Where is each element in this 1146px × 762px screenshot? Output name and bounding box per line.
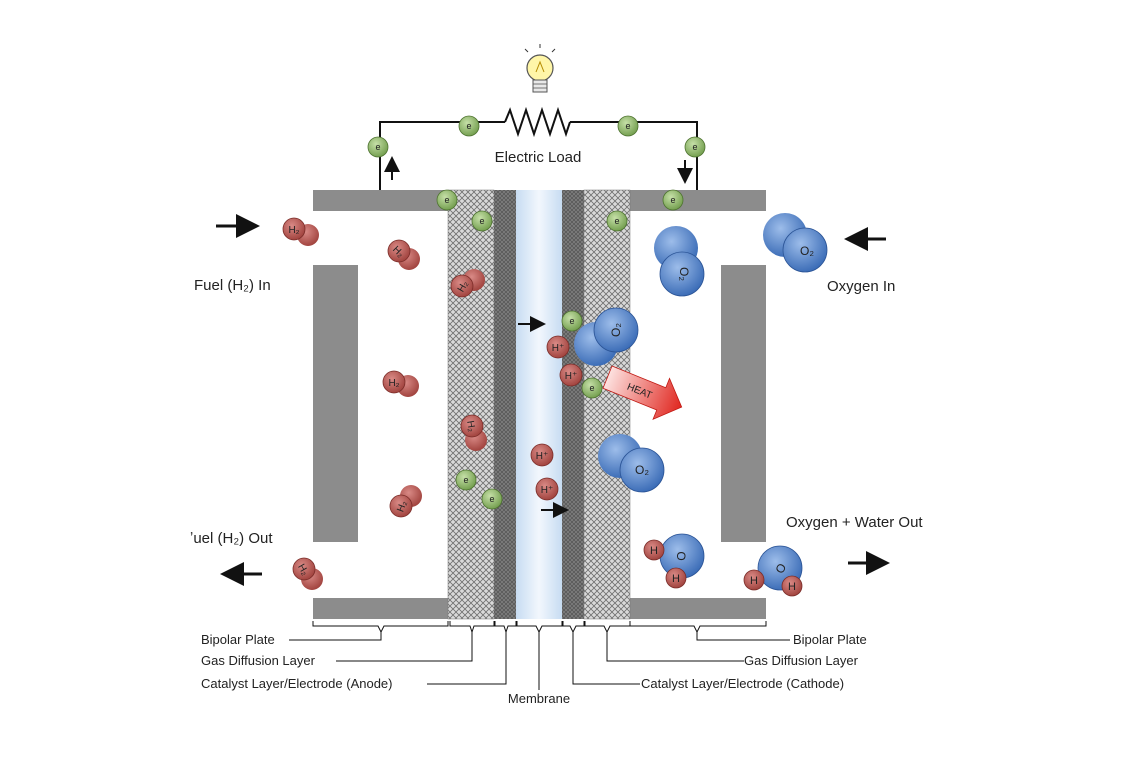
cathode-top-plate [630,190,766,211]
svg-text:e: e [375,142,380,152]
svg-text:e: e [479,216,484,226]
heat-arrow: HEAT [602,365,683,420]
layer-callouts [289,621,790,690]
anode-top-plate [313,190,448,211]
electron: e [458,115,480,137]
membrane-label: Membrane [508,691,570,706]
particles: H₂ H₂ H₂ H₂ H₂ H₂ H₂ H⁺ [282,115,828,597]
oxygen-molecule: O₂ [598,434,665,493]
svg-text:e: e [692,142,697,152]
electron: e [367,136,389,158]
svg-text:H: H [788,581,796,593]
resistor-symbol [504,106,571,138]
proton: H⁺ [546,335,570,359]
hydrogen-molecule: H₂ [450,269,485,298]
electron: e [471,210,493,232]
svg-text:H⁺: H⁺ [541,485,554,496]
proton: H⁺ [535,477,559,501]
left-gas-diffusion-layer-label: Gas Diffusion Layer [201,653,316,668]
svg-text:H₂: H₂ [388,378,399,389]
electron: e [662,189,684,211]
oxygen-water-out-label: Oxygen + Water Out [786,514,923,531]
electron: e [581,377,603,399]
svg-text:H₂: H₂ [456,279,471,294]
external-circuit: Electric Load [379,44,698,190]
right-gas-diffusion-layer-label: Gas Diffusion Layer [744,653,859,668]
svg-text:O₂: O₂ [800,244,814,258]
flow-arrows [216,214,890,586]
svg-text:e: e [569,316,574,326]
cathode-catalyst-label: Catalyst Layer/Electrode (Cathode) [641,676,844,691]
electron: e [606,210,628,232]
svg-text:H₂: H₂ [464,420,477,433]
svg-text:e: e [489,494,494,504]
svg-text:H⁺: H⁺ [536,451,549,462]
svg-text:O: O [674,551,688,560]
right-bipolar-plate-label: Bipolar Plate [793,632,867,647]
anode-bottom-plate [313,598,448,619]
membrane-layer [516,190,562,619]
electron: e [455,469,477,491]
oxygen-in-label: Oxygen In [827,278,895,295]
water-molecule: O H H [743,545,803,597]
cathode-bottom-plate [630,598,766,619]
electron: e [617,115,639,137]
svg-text:H: H [672,573,680,585]
proton: H⁺ [530,443,554,467]
anode-catalyst-layer [494,190,516,619]
oxygen-molecule: O₂ [574,307,639,366]
svg-text:e: e [589,383,594,393]
anode-catalyst-label: Catalyst Layer/Electrode (Anode) [201,676,392,691]
hydrogen-molecule: H₂ [382,370,419,397]
bipolar-plates [313,190,766,619]
proton: H⁺ [559,363,583,387]
svg-text:H₂: H₂ [395,499,409,513]
svg-text:e: e [625,121,630,131]
svg-text:e: e [463,475,468,485]
fuel-in-label: Fuel (H₂) In [194,277,271,294]
hydrogen-molecule: H₂ [282,217,319,246]
svg-text:O₂: O₂ [635,463,649,477]
svg-text:O₂: O₂ [609,323,623,337]
hydrogen-molecule: H₂ [292,557,323,590]
lightbulb-icon [524,44,556,93]
svg-text:e: e [444,195,449,205]
electron: e [561,310,583,332]
electric-load-label: Electric Load [495,149,582,166]
oxygen-molecule: O₂ [654,226,705,297]
svg-text:H₂: H₂ [295,562,310,577]
svg-text:H⁺: H⁺ [552,343,565,354]
svg-text:H₂: H₂ [288,225,299,236]
electron: e [684,136,706,158]
water-molecule: O H H [643,533,705,589]
hydrogen-molecule: H₂ [389,485,422,518]
svg-text:O₂: O₂ [677,267,691,281]
electron: e [436,189,458,211]
svg-text:e: e [670,195,675,205]
svg-text:e: e [614,216,619,226]
hydrogen-molecule: H₂ [387,239,420,270]
cathode-side-plate [721,265,766,542]
cathode-gas-diffusion-layer [583,189,631,620]
electron: e [481,488,503,510]
svg-text:H: H [650,545,658,557]
anode-side-plate [313,265,358,542]
svg-text:H⁺: H⁺ [565,371,578,382]
hydrogen-molecule: H₂ [460,414,487,451]
cell-stack [447,189,631,620]
svg-text:H: H [750,575,758,587]
left-bipolar-plate-label: Bipolar Plate [201,632,275,647]
fuel-out-label: ʼuel (H₂) Out [190,530,273,547]
svg-text:e: e [466,121,471,131]
cathode-catalyst-layer [562,190,584,619]
oxygen-molecule: O₂ [763,213,828,273]
anode-gas-diffusion-layer [447,189,495,620]
